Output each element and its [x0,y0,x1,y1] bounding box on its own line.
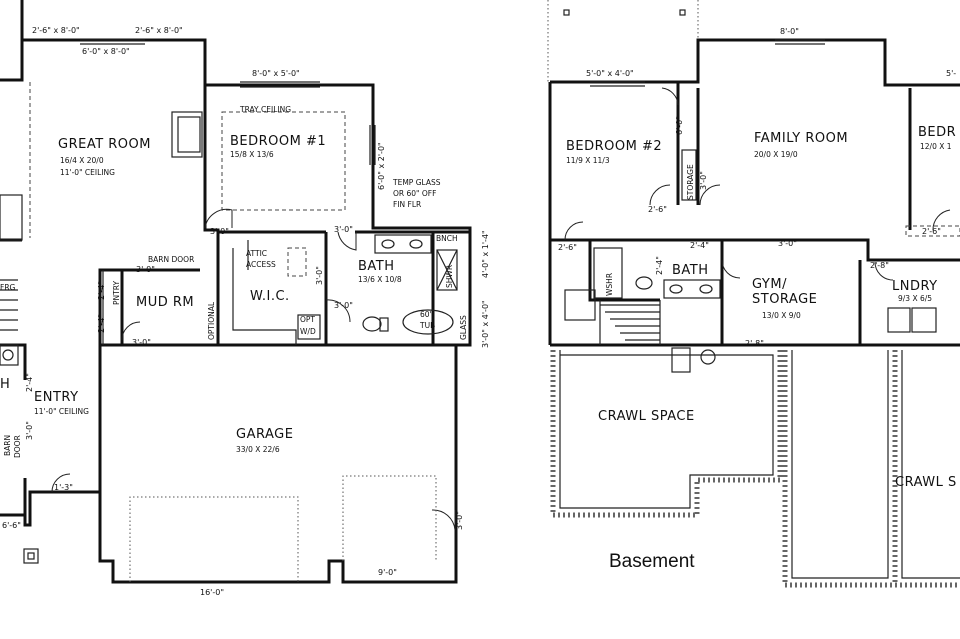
dim-bed2-side: 6'-0" [675,116,684,135]
dim-laundry-door: 2'-8" [870,261,889,270]
gym-name-2: STORAGE [752,292,817,307]
dim-door-bath: 3'-0" [334,225,353,234]
barn-label: BARN [3,435,12,456]
basement-title: Basement [609,551,695,572]
great-room-ceiling: 11'-0" CEILING [60,168,115,177]
mud-room-name: MUD RM [136,295,194,310]
wshr-label: WSHR [605,273,614,296]
laundry-name: LNDRY [892,279,938,294]
dim-mud-door: 3'-0" [132,338,151,347]
dim-top-1: 2'-6" x 8'-0" [32,26,80,35]
basement-bath-name: BATH [672,263,709,278]
dim-entry-a: 2'-4" [25,373,34,392]
dim-door-bed1: 3'-0" [210,227,229,236]
wd-label: W/D [300,327,316,336]
dim-bath-door2: 3'-0" [334,301,353,310]
great-room-size: 16/4 X 20/0 [60,156,104,165]
dim-bed3-door: 2'-6" [922,227,941,236]
dim-bed3-window: 5'- [946,69,956,78]
barn-door-label: BARN DOOR [148,255,194,264]
door-label: DOOR [13,435,22,458]
bath-size: 13/6 X 10/8 [358,275,402,284]
dim-bed2-door: 2'-6" [648,205,667,214]
dim-mud-a: 2'-4" [97,281,106,300]
bath-name: BATH [358,259,395,274]
dim-hall-a: 2'-6" [558,243,577,252]
dim-top-3: 6'-0" x 8'-0" [82,47,130,56]
bedroom1-name: BEDROOM #1 [230,134,326,149]
dim-bath-door: 2'-4" [655,256,664,275]
temp-glass-1: TEMP GLASS [392,178,441,187]
dim-garage-16: 16'-0" [200,588,224,597]
gym-size: 13/0 X 9/0 [762,311,801,320]
bedroom1-size: 15/8 X 13/6 [230,150,274,159]
dim-bath-side-b: 3'-0" x 4'-0" [481,300,490,348]
optional-label: OPTIONAL [207,301,216,340]
temp-glass-3: FIN FLR [393,200,421,209]
dim-bath-side-a: 4'-0" x 1'-4" [481,230,490,278]
tub-size: 60" [420,310,433,319]
dim-entry-c: 1'-3" [54,483,73,492]
basement-plan [547,0,960,588]
dim-crawl-door: 2'-8" [745,339,764,348]
gym-name: GYM/ [752,277,787,292]
frg-label: FRG [0,283,16,292]
entry-ceiling: 11'-0" CEILING [34,407,89,416]
great-room-name: GREAT ROOM [58,137,151,152]
bedroom1-ceiling: TRAY CEILING [239,105,291,114]
entry-name: ENTRY [34,390,79,405]
garage-name: GARAGE [236,427,293,442]
main-level-plan [0,0,472,584]
dim-mud-b: 2'-4" [97,314,106,333]
bedroom3-name: BEDR [918,125,956,140]
h-label: H [0,377,10,392]
opt-label: OPT [300,315,315,324]
dim-garage-door: 3'-0" [455,511,464,530]
family-room-name: FAMILY ROOM [754,131,848,146]
access-label: ACCESS [246,260,276,269]
dim-hall-b: 2'-4" [690,241,709,250]
bedroom2-size: 11/9 X 11/3 [566,156,610,165]
dim-bottom-left: 6'-6" [2,521,21,530]
dim-bed2-window: 5'-0" x 4'-0" [586,69,634,78]
dim-family-top: 8'-0" [780,27,799,36]
wic-name: W.I.C. [250,289,290,304]
shwr-label: SHWR [445,265,454,288]
pntry-label: PNTRY [112,281,121,305]
bedroom3-size: 12/0 X 1 [920,142,952,151]
crawl-space-2: CRAWL S [895,475,957,490]
dim-bed1-window: 8'-0" x 5'-0" [252,69,300,78]
bnch-label: BNCH [436,234,458,243]
dim-hall-c: 3'-0" [778,239,797,248]
bedroom2-name: BEDROOM #2 [566,139,662,154]
dim-barn-door: 3'-0" [136,265,155,274]
dim-bed1-side: 6'-0" x 2'-0" [377,142,386,190]
crawl-space-1: CRAWL SPACE [598,409,695,424]
dim-wic-door: 3'-0" [315,266,324,285]
dim-entry-b: 3'-0" [25,421,34,440]
garage-size: 33/0 X 22/6 [236,445,280,454]
temp-glass-2: OR 60" OFF [393,189,436,198]
glass-label: GLASS [459,315,468,340]
laundry-size: 9/3 X 6/5 [898,294,932,303]
attic-label: ATTIC [246,249,267,258]
dim-garage-9: 9'-0" [378,568,397,577]
family-room-size: 20/0 X 19/0 [754,150,798,159]
tub-label: TUB [419,321,435,330]
dim-storage-door: 3'-0" [699,171,708,190]
dim-top-2: 2'-6" x 8'-0" [135,26,183,35]
storage-closet-label: STORAGE [686,164,695,200]
